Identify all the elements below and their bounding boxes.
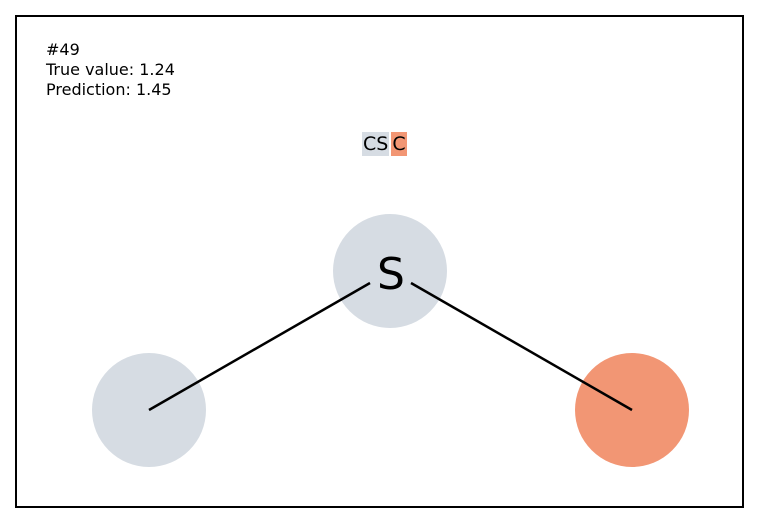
smiles-string: CS C	[362, 132, 407, 156]
true-value-text: True value: 1.24	[46, 60, 175, 79]
smiles-token-1: C	[391, 132, 407, 156]
bond-right	[410, 281, 633, 412]
prediction-text: Prediction: 1.45	[46, 80, 172, 99]
sample-index: #49	[46, 40, 80, 59]
atom-label-sulfur: S	[377, 249, 405, 300]
smiles-token-0: CS	[362, 132, 390, 156]
info-block: #49 True value: 1.24 Prediction: 1.45	[46, 40, 175, 100]
bond-left	[148, 281, 371, 412]
atom-node-sulfur	[333, 214, 447, 328]
